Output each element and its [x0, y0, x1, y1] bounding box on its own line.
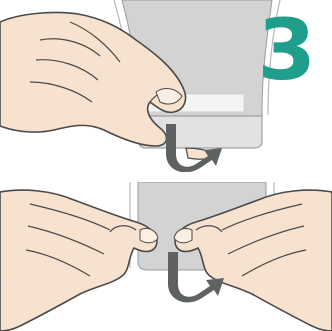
panel-divider	[0, 172, 332, 182]
hand-left	[0, 190, 157, 331]
step-3-bottom-illustration	[0, 182, 332, 331]
step-number: 3	[258, 8, 314, 92]
hands-squeezing-pouch-icon	[0, 182, 332, 331]
step-3-top-illustration: 3	[0, 0, 332, 172]
